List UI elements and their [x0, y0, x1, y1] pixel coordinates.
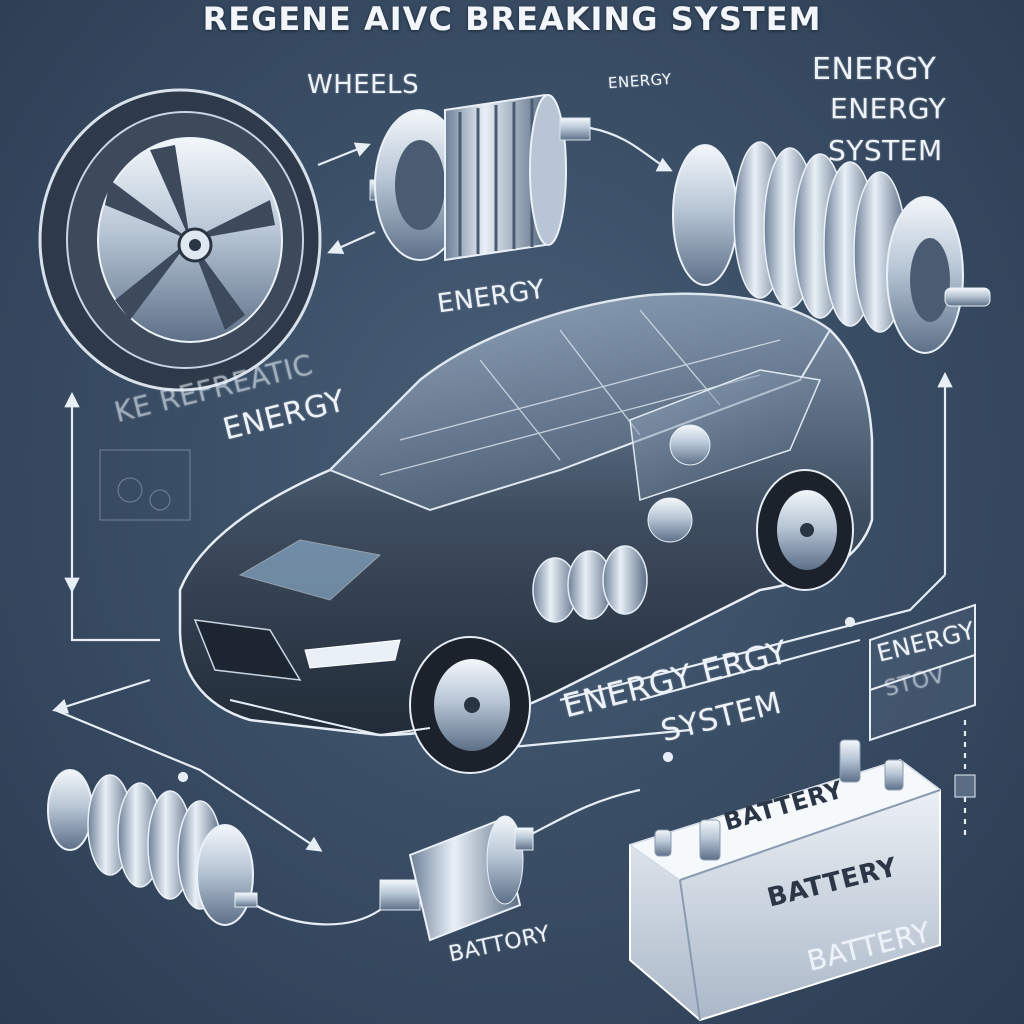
label-energy-right-3: SYSTEM — [828, 134, 943, 167]
small-capacitor-illustration — [379, 815, 534, 942]
arrow-to-bottom-cylinder — [54, 708, 323, 852]
car-illustration — [178, 292, 874, 774]
energy-storage-box — [869, 603, 976, 742]
label-energy-right-1: ENERGY — [812, 52, 937, 87]
capacitor-stack-illustration — [47, 769, 258, 926]
faint-left-component — [99, 449, 191, 521]
line-left-bottom — [70, 590, 160, 642]
label-wheels: WHEELS — [307, 70, 420, 100]
motor-generator-illustration — [369, 93, 591, 262]
battery-illustration — [628, 739, 976, 1022]
car-front-wheel — [409, 636, 531, 774]
arrow-motor-to-wheel — [327, 230, 376, 255]
energy-storage-coil-illustration — [672, 141, 991, 354]
wheel-illustration — [38, 88, 322, 392]
line-capacitor — [254, 904, 381, 926]
car-rear-wheel — [756, 469, 854, 591]
diagram-title: REGENE AIVC BREAKING SYSTEM — [202, 0, 822, 38]
arrow-wheel-to-motor — [317, 142, 371, 167]
line-to-battery — [519, 788, 641, 841]
line-right-to-car — [559, 574, 946, 702]
line-car-to-battery — [639, 638, 861, 702]
label-energy-right-2: ENERGY — [830, 92, 947, 125]
arrow-left-to-car — [52, 678, 151, 714]
arrow-motor-to-storage — [589, 126, 673, 172]
